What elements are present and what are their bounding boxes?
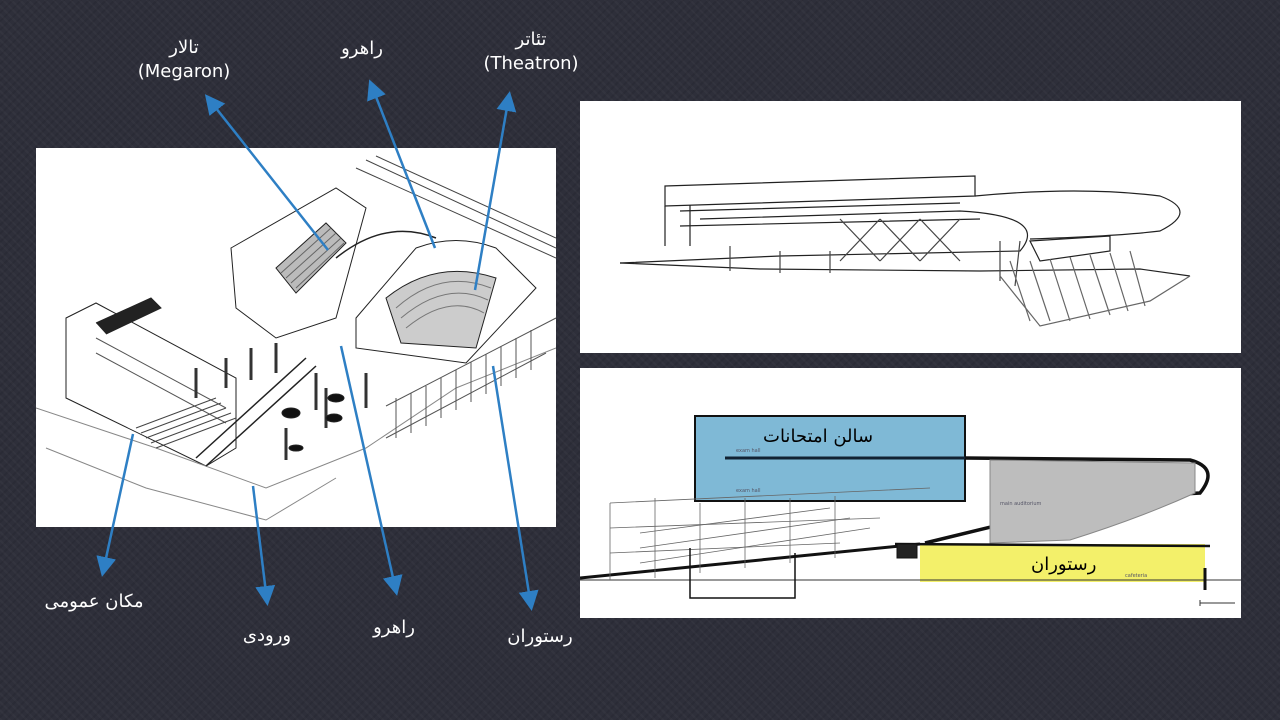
section-small-label: cafeteria: [1125, 573, 1148, 579]
label-megaron: تالار (Megaron): [138, 36, 231, 84]
label-restaurant: رستوران: [507, 626, 573, 647]
section-small-label: exam hall: [736, 448, 761, 454]
isometric-line-art: [36, 155, 556, 521]
restaurant-section-label: رستوران: [1031, 554, 1097, 575]
section-small-label: exam hall: [736, 488, 761, 494]
label-entrance: ورودی: [242, 625, 292, 646]
label-corridor-bottom: راهرو: [373, 617, 415, 638]
label-theatron: تئاتر (Theatron): [483, 28, 578, 76]
label-megaron-en: (Megaron): [137, 61, 231, 82]
sketch-line-art: [619, 175, 1191, 327]
perspective-sketch: [580, 101, 1241, 353]
restaurant-highlight: [920, 544, 1205, 582]
label-theatron-en: (Theatron): [483, 53, 579, 74]
section-drawing: exam hall exam hall main auditorium cafe…: [580, 368, 1241, 618]
label-corridor-top: راهرو: [341, 38, 383, 59]
label-public-space: مکان عمومی: [44, 591, 144, 612]
section-line-art: [580, 415, 1241, 606]
label-theatron-fa: تئاتر: [515, 29, 547, 50]
section-small-label: main auditorium: [1000, 501, 1042, 507]
isometric-drawing: [36, 148, 556, 527]
label-megaron-fa: تالار: [169, 37, 199, 58]
exam-hall-label: سالن امتحانات: [763, 426, 874, 447]
